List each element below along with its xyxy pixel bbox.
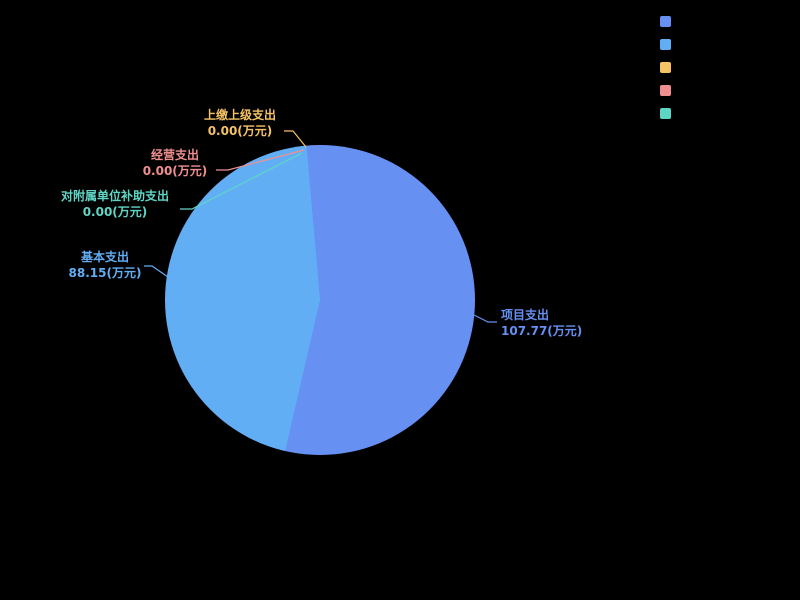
legend-swatch-basic-expense [660,39,671,50]
legend [660,16,671,119]
pie-label-name: 对附属单位补助支出 [60,189,169,203]
legend-swatch-payment-to-superior [660,62,671,73]
pie-label-operating-expense: 经营支出 0.00(万元) [115,148,235,179]
pie-label-name: 上缴上级支出 [203,108,276,122]
pie-label-name: 项目支出 [501,308,550,322]
legend-item-basic-expense[interactable] [660,39,671,50]
pie-label-name: 经营支出 [150,148,199,162]
legend-swatch-subsidy-to-affiliates [660,108,671,119]
pie-label-payment-to-superior: 上缴上级支出 0.00(万元) [180,108,300,139]
pie-label-project-expense: 项目支出 107.77(万元) [501,308,631,339]
pie-label-basic-expense: 基本支出 88.15(万元) [45,250,165,281]
legend-item-project-expense[interactable] [660,16,671,27]
pie-label-subsidy-to-affiliates: 对附属单位补助支出 0.00(万元) [45,189,185,220]
pie-label-value: 0.00(万元) [82,204,148,219]
pie-label-value: 88.15(万元) [68,265,142,280]
legend-swatch-project-expense [660,16,671,27]
legend-item-payment-to-superior[interactable] [660,62,671,73]
legend-item-operating-expense[interactable] [660,85,671,96]
legend-swatch-operating-expense [660,85,671,96]
leader-line-project-expense [473,314,497,323]
legend-item-subsidy-to-affiliates[interactable] [660,108,671,119]
pie-label-value: 0.00(万元) [207,123,273,138]
pie-label-name: 基本支出 [80,250,129,264]
pie-label-value: 0.00(万元) [142,163,208,178]
pie[interactable] [165,145,475,455]
pie-label-value: 107.77(万元) [501,323,583,338]
